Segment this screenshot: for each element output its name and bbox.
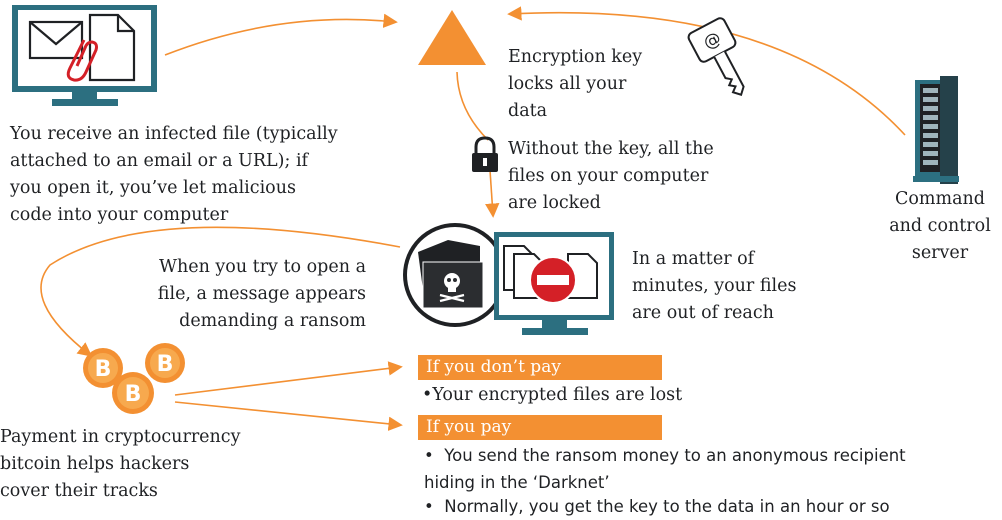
svg-text:B: B (125, 382, 142, 407)
pay-bullet-2-text: Normally, you get the key to the data in… (444, 497, 890, 516)
pay-bullet-2: • Normally, you get the key to the data … (424, 493, 890, 520)
text-line: are locked (508, 193, 601, 213)
arrow-encryption-to-lock (456, 71, 489, 141)
pay-heading: If you pay (418, 415, 662, 440)
blocked-files-icon (494, 232, 614, 335)
text-line: and control (889, 216, 991, 236)
arrow-lock-to-computer (485, 169, 500, 218)
text-line: When you try to open a (158, 257, 366, 277)
text-line: Command (894, 189, 986, 209)
text-line: Encryption key (508, 47, 643, 67)
skull-folder-icon (403, 223, 507, 327)
text-line: locks all your (508, 74, 627, 94)
dont-pay-bullet-text: Your encrypted files are lost (432, 385, 683, 405)
text-line: you open it, you’ve let malicious (10, 178, 296, 198)
text-line: data (508, 101, 548, 121)
bullet-icon: • (424, 446, 445, 465)
bitcoin-coins-icon: B B B (83, 343, 185, 414)
pay-bullet-1-line2: hiding in the ‘Darknet’ (424, 473, 610, 492)
arrow-coins-to-pay (174, 401, 403, 431)
padlock-icon (472, 136, 498, 172)
text-line: server (911, 243, 969, 263)
text-line: code into your computer (10, 205, 229, 225)
arrow-server-to-key (507, 6, 906, 136)
bullet-icon: • (422, 385, 433, 405)
pay-bullet-1: • You send the ransom money to an anonym… (424, 442, 906, 496)
arrow-coins-to-dontpay (174, 361, 403, 396)
text-line: are out of reach (632, 303, 774, 323)
server-icon (913, 76, 959, 184)
text-line: In a matter of (632, 249, 755, 269)
warning-triangle-icon (418, 10, 486, 65)
arrow-computer-to-coins (40, 226, 401, 357)
text-line: You receive an infected file (typically (10, 124, 338, 144)
dont-pay-bullet: •Your encrypted files are lost (422, 382, 682, 409)
text-line: minutes, your files (632, 276, 797, 296)
text-line: cover their tracks (0, 481, 158, 501)
encryption-key-text: Encryption key locks all your data (508, 44, 642, 125)
arrow-file-to-encryption (164, 13, 398, 56)
text-line: file, a message appears (157, 284, 366, 304)
text-line: Payment in cryptocurrency (0, 427, 241, 447)
email-attachment-icon (12, 5, 157, 106)
dont-pay-heading: If you don’t pay (418, 355, 662, 380)
text-line: demanding a ransom (179, 311, 366, 331)
text-line: Without the key, all the (508, 139, 714, 159)
text-line: bitcoin helps hackers (0, 454, 190, 474)
svg-text:B: B (157, 352, 174, 377)
server-label: Command and control server (880, 186, 1000, 267)
payment-text: Payment in cryptocurrency bitcoin helps … (0, 424, 241, 505)
key-icon: @ (687, 17, 745, 96)
infected-file-text: You receive an infected file (typically … (10, 121, 338, 229)
minutes-text: In a matter of minutes, your files are o… (632, 246, 796, 327)
open-file-text: When you try to open a file, a message a… (100, 254, 366, 335)
text-line: attached to an email or a URL); if (10, 151, 309, 171)
pay-bullet-1-line1: You send the ransom money to an anonymou… (444, 446, 906, 465)
bullet-icon: • (424, 497, 445, 516)
text-line: files on your computer (508, 166, 709, 186)
without-key-text: Without the key, all the files on your c… (508, 136, 714, 217)
svg-text:B: B (95, 357, 112, 382)
